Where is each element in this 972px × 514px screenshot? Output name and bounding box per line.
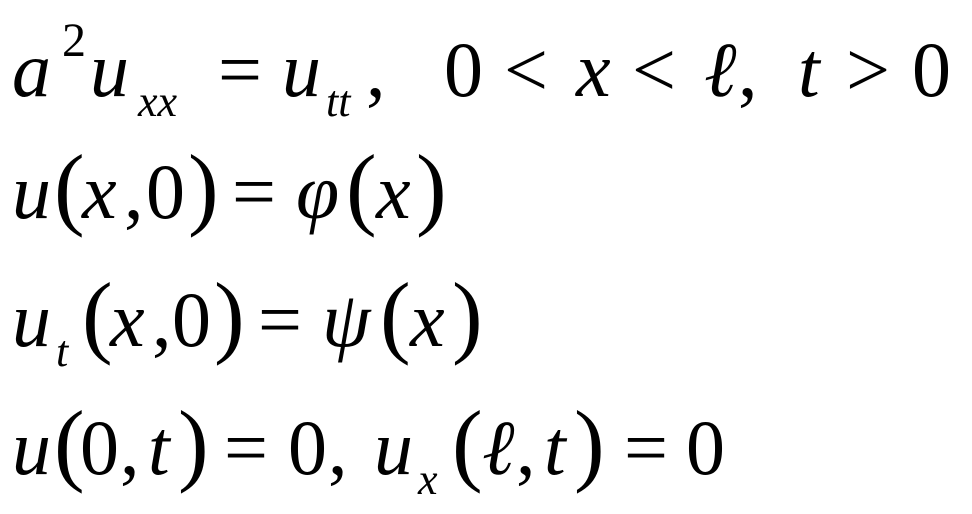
symbol-a: a [12,26,51,113]
number-zero-2: 0 [912,26,951,113]
subscript-x: x [417,455,438,504]
symbol-u: u [90,26,129,113]
symbol-u: u [12,404,51,491]
exponent-2: 2 [62,14,86,67]
number-zero: 0 [146,148,185,235]
equals-sign-2: = [624,404,668,491]
number-zero-rhs-2: 0 [686,404,725,491]
subscript-xx: xx [137,77,178,126]
greater-than-sign: > [846,26,890,113]
symbol-u-2: u [374,404,413,491]
symbol-psi: ψ [322,276,372,363]
symbol-x-2: x [409,276,445,363]
comma-2: , [738,26,758,113]
symbol-t: t [798,26,822,113]
symbol-x: x [575,26,611,113]
comma: , [124,148,144,235]
subscript-tt: tt [326,77,352,126]
right-paren: ) [178,392,209,494]
equation-wave-pde: a 2 u xx = u tt , 0 < x < ℓ , t > 0 [12,14,951,126]
symbol-phi: φ [296,148,339,235]
right-paren: ) [214,264,245,366]
left-paren: ( [54,136,85,238]
right-paren-2: ) [574,392,605,494]
right-paren-2: ) [416,136,447,238]
number-zero: 0 [80,404,119,491]
less-than-sign: < [504,26,548,113]
symbol-x: x [109,276,145,363]
symbol-u-rhs: u [282,26,321,113]
left-paren-2: ( [380,264,411,366]
symbol-u: u [12,276,51,363]
comma-2: , [328,404,348,491]
equation-boundary-conditions: u ( 0 , t ) = 0 , u x ( ℓ , t ) = 0 [12,392,725,504]
equals-sign: = [258,276,302,363]
left-paren-2: ( [452,392,483,494]
left-paren: ( [82,264,113,366]
symbol-ell: ℓ [704,26,737,113]
number-zero: 0 [172,276,211,363]
less-than-sign-2: < [632,26,676,113]
comma: , [366,26,386,113]
number-zero-rhs: 0 [288,404,327,491]
symbol-t-2: t [544,404,568,491]
equation-initial-velocity: u t ( x , 0 ) = ψ ( x ) [12,264,483,376]
symbol-t: t [148,404,172,491]
number-zero: 0 [444,26,483,113]
comma-3: , [516,404,536,491]
equals-sign: = [232,148,276,235]
equals-sign: = [224,404,268,491]
symbol-ell: ℓ [482,404,515,491]
right-paren-2: ) [452,264,483,366]
comma: , [152,276,172,363]
symbol-x: x [81,148,117,235]
left-paren-2: ( [346,136,377,238]
equation-initial-displacement: u ( x , 0 ) = φ ( x ) [12,136,447,238]
subscript-t: t [56,327,70,376]
right-paren: ) [188,136,219,238]
symbol-u: u [12,148,51,235]
left-paren: ( [54,392,85,494]
symbol-x-2: x [375,148,411,235]
equals-sign: = [218,26,262,113]
comma: , [120,404,140,491]
